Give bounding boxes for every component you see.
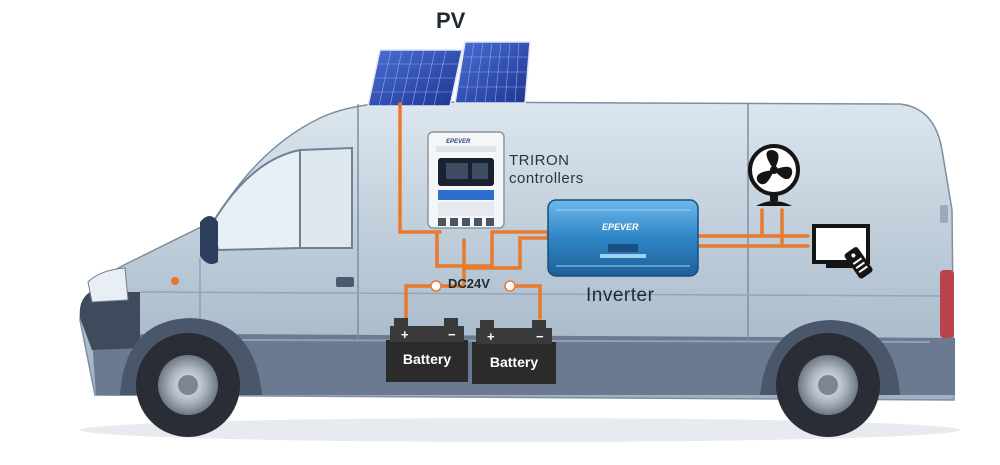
remote-control-icon — [844, 247, 873, 279]
fuse-icon — [430, 280, 516, 292]
rear-wheel — [776, 333, 880, 437]
triron-controllers-label: TRIRON controllers — [509, 152, 584, 188]
inverter-brand-label: EPEVER — [602, 222, 639, 232]
svg-text:+: + — [401, 327, 409, 342]
inverter-label: Inverter — [586, 285, 655, 306]
pv-label: PV — [436, 8, 466, 33]
battery-1-label: Battery — [402, 351, 452, 367]
svg-text:−: − — [536, 329, 544, 344]
svg-text:−: − — [448, 327, 456, 342]
charge-controller-icon — [427, 131, 505, 229]
inverter-icon — [547, 199, 699, 277]
triron-label-line1: TRIRON — [509, 152, 570, 169]
controller-brand-label: EPEVER — [446, 139, 471, 145]
dc-voltage-label: DC24V — [448, 276, 490, 291]
triron-label-line2: controllers — [509, 170, 584, 187]
battery-2-label: Battery — [489, 354, 539, 370]
wiring — [398, 102, 810, 320]
front-wheel — [136, 333, 240, 437]
battery-icon: + − + − — [386, 318, 556, 384]
fan-icon — [748, 144, 800, 206]
solar-panel-icon — [367, 41, 531, 107]
svg-text:+: + — [487, 329, 495, 344]
